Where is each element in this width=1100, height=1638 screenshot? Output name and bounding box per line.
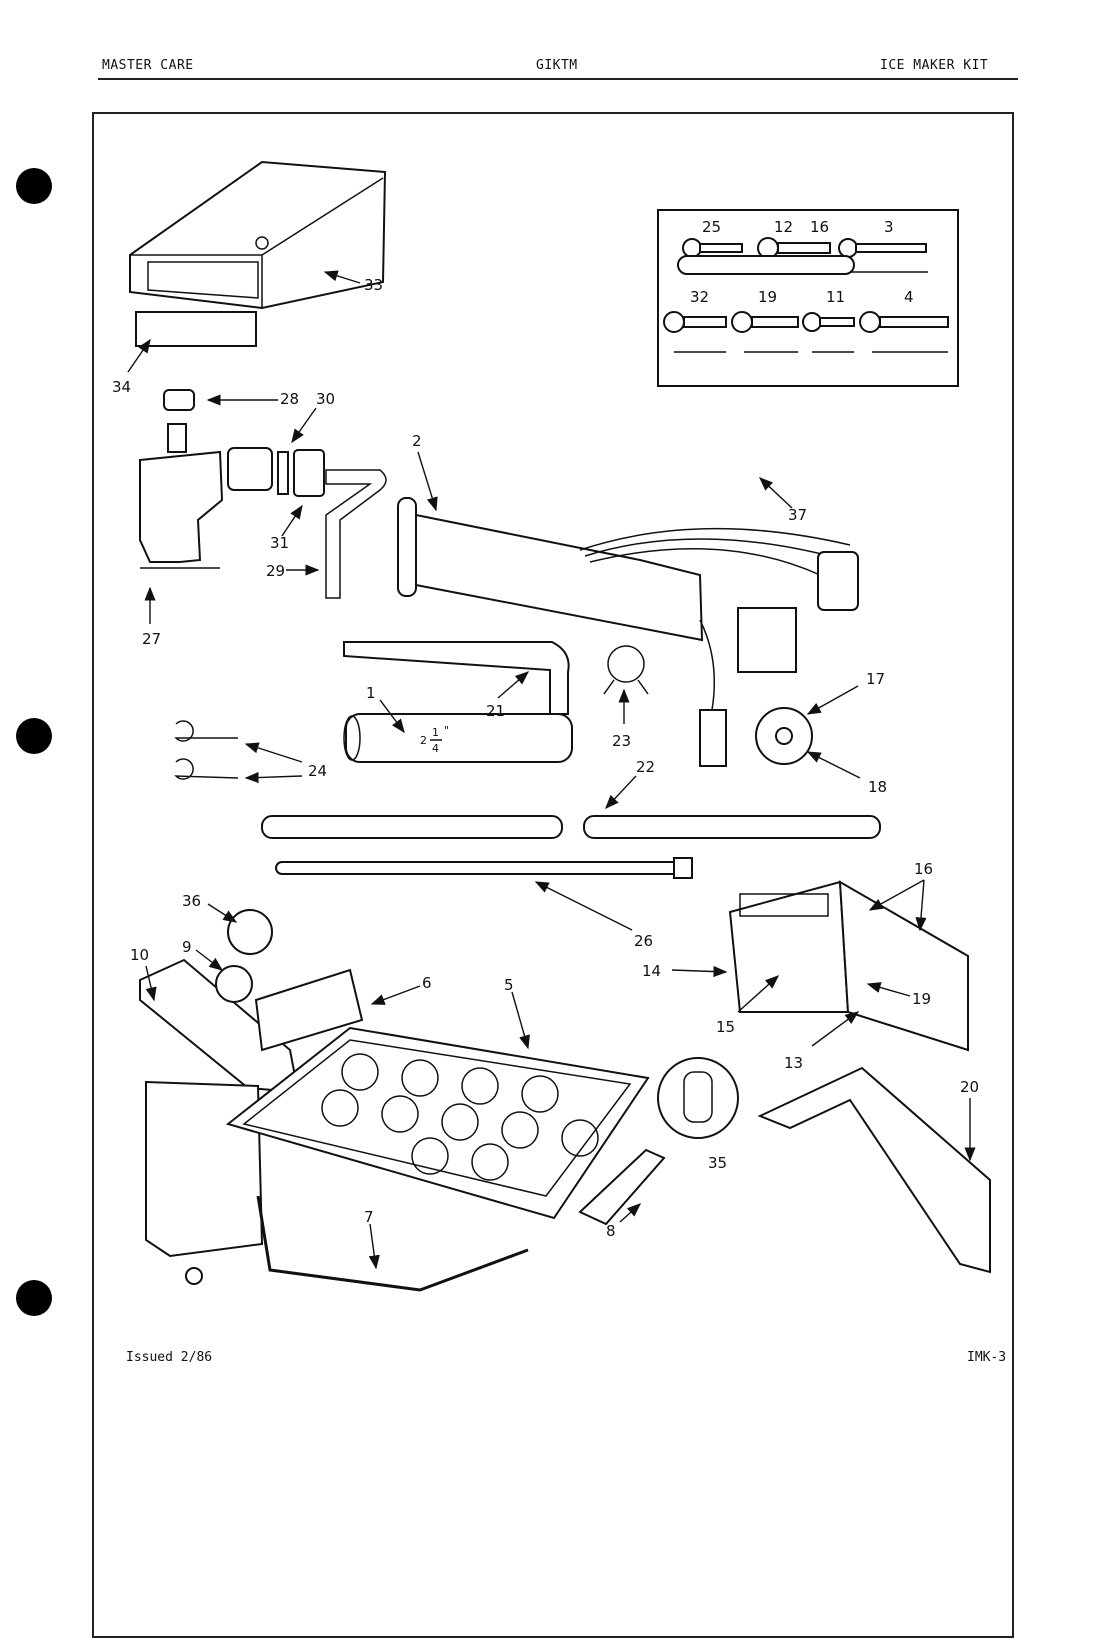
screw-label-19: 19 bbox=[758, 288, 777, 306]
callout-30: 30 bbox=[316, 390, 335, 408]
long-tube-part bbox=[261, 815, 881, 839]
callout-5: 5 bbox=[504, 976, 514, 994]
exploded-parts-diagram: 33 34 28 30 31 29 27 2 37 21 23 1 24 22 … bbox=[112, 160, 991, 1292]
screw-label-16: 16 bbox=[810, 218, 829, 236]
screw-label-32: 32 bbox=[690, 288, 709, 306]
header-brand: MASTER CARE bbox=[102, 58, 194, 73]
wire-harness-part bbox=[397, 497, 859, 767]
callout-15: 15 bbox=[716, 1018, 735, 1036]
footer-page-number: IMK-3 bbox=[967, 1350, 1007, 1365]
binder-hole-bottom bbox=[16, 1280, 52, 1316]
washer-part bbox=[755, 707, 813, 765]
screw-label-25: 25 bbox=[702, 218, 721, 236]
callout-7: 7 bbox=[364, 1208, 374, 1226]
tube-size-unit: " bbox=[444, 724, 449, 737]
header-rule bbox=[98, 78, 1018, 80]
callout-19: 19 bbox=[912, 990, 931, 1008]
callout-26: 26 bbox=[634, 932, 653, 950]
screw-label-12: 12 bbox=[774, 218, 793, 236]
callout-34: 34 bbox=[112, 378, 131, 396]
callout-16: 16 bbox=[914, 860, 933, 878]
binder-hole-middle bbox=[16, 718, 52, 754]
screw-kit-box bbox=[657, 209, 959, 387]
screw-label-3: 3 bbox=[884, 218, 894, 236]
footer-issued: Issued 2/86 bbox=[126, 1350, 213, 1365]
screw-label-11: 11 bbox=[826, 288, 845, 306]
callout-14: 14 bbox=[642, 962, 661, 980]
callout-2: 2 bbox=[412, 432, 422, 450]
callout-6: 6 bbox=[422, 974, 432, 992]
ice-maker-assembly bbox=[139, 909, 739, 1292]
callout-10: 10 bbox=[130, 946, 149, 964]
callout-36: 36 bbox=[182, 892, 201, 910]
header-model: GIKTM bbox=[536, 58, 578, 73]
cable-tie-part bbox=[275, 857, 693, 879]
callout-23: 23 bbox=[612, 732, 631, 750]
ice-bin-part bbox=[129, 160, 387, 310]
callout-29: 29 bbox=[266, 562, 285, 580]
callout-17: 17 bbox=[866, 670, 885, 688]
callout-21: 21 bbox=[486, 702, 505, 720]
callout-33: 33 bbox=[364, 276, 383, 294]
callout-20: 20 bbox=[960, 1078, 979, 1096]
callout-9: 9 bbox=[182, 938, 192, 956]
callout-labels: 33 34 28 30 31 29 27 2 37 21 23 1 24 22 … bbox=[112, 218, 979, 1240]
callout-8: 8 bbox=[606, 1222, 616, 1240]
tube-size-whole: 2 bbox=[420, 734, 427, 747]
screw-label-4: 4 bbox=[904, 288, 914, 306]
header-title: ICE MAKER KIT bbox=[880, 58, 989, 73]
label-card-part bbox=[135, 311, 257, 347]
rod-part bbox=[677, 255, 855, 275]
hose-clamp-part bbox=[603, 645, 649, 695]
tube-size-denominator: 4 bbox=[432, 742, 439, 755]
callout-1: 1 bbox=[366, 684, 376, 702]
screw-4 bbox=[859, 311, 949, 333]
cover-bracket-part bbox=[728, 880, 969, 1052]
binder-hole-top bbox=[16, 168, 52, 204]
water-valve-part bbox=[139, 389, 387, 599]
callout-37: 37 bbox=[788, 506, 807, 524]
tube-size-numerator: 1 bbox=[432, 726, 439, 739]
screw-32 bbox=[663, 311, 727, 333]
callout-28: 28 bbox=[280, 390, 299, 408]
screw-11 bbox=[802, 312, 855, 332]
angled-panel-part bbox=[757, 1066, 991, 1274]
callout-31: 31 bbox=[270, 534, 289, 552]
cotter-pins-part bbox=[174, 720, 239, 780]
callout-35: 35 bbox=[708, 1154, 727, 1172]
screw-19 bbox=[731, 311, 799, 333]
leader-lines bbox=[127, 270, 976, 1270]
tube-part bbox=[343, 713, 573, 763]
callout-18: 18 bbox=[868, 778, 887, 796]
callout-27: 27 bbox=[142, 630, 161, 648]
callout-22: 22 bbox=[636, 758, 655, 776]
bent-tube-part bbox=[343, 641, 570, 715]
callout-24: 24 bbox=[308, 762, 327, 780]
callout-13: 13 bbox=[784, 1054, 803, 1072]
